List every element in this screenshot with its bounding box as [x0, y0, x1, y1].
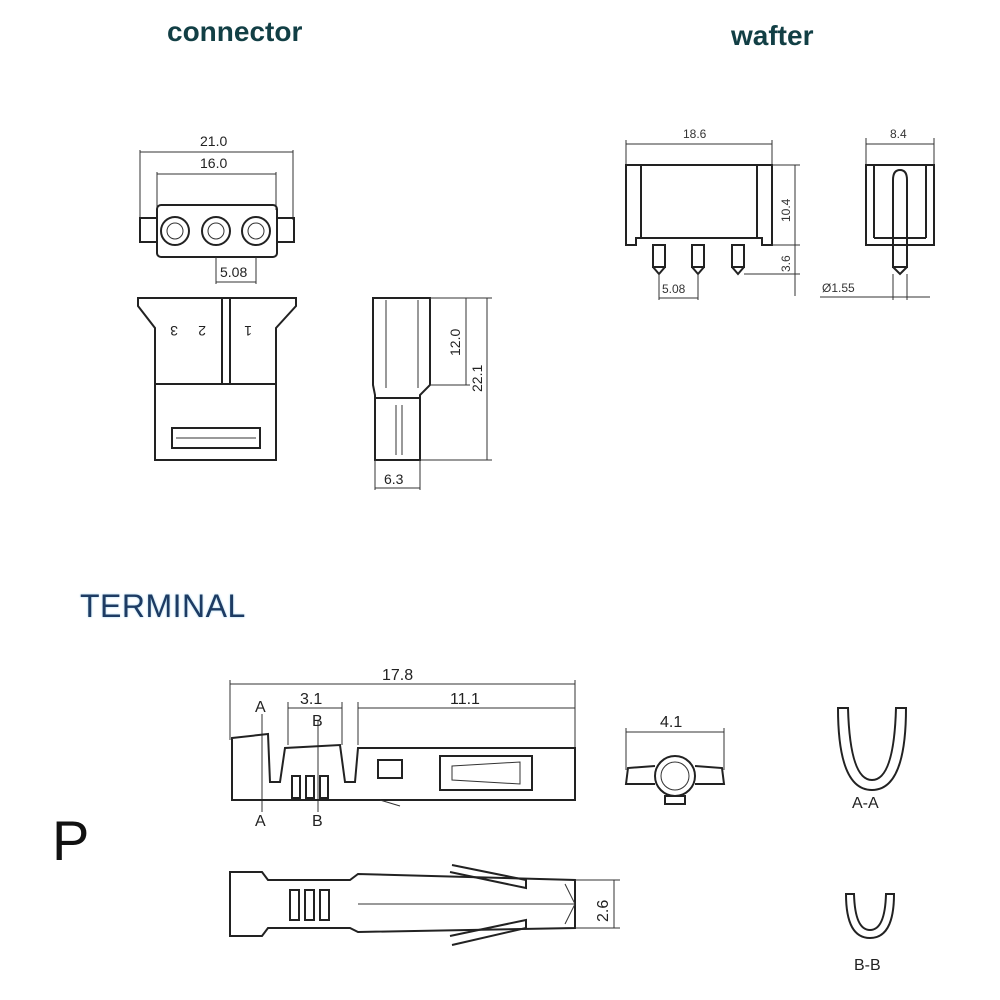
connector-dim-22: 22.1 — [469, 365, 485, 392]
terminal-end-view: 4.1 — [624, 714, 726, 805]
section-a-a: A-A — [836, 707, 908, 812]
connector-pin-numbers: 3 2 1 — [170, 323, 252, 339]
p-mark: P — [52, 809, 90, 872]
terminal-dim-31: 3.1 — [300, 691, 322, 708]
pin-number-2: 2 — [198, 323, 206, 339]
section-mark-a-bottom: A — [255, 813, 266, 830]
wafter-dim-36: 3.6 — [779, 255, 793, 272]
wafter-dim-104: 10.4 — [779, 198, 793, 222]
connector-heading: connector — [167, 16, 303, 47]
connector-dim-21: 21.0 — [200, 133, 227, 149]
terminal-heading: TERMINAL — [80, 588, 246, 624]
connector-dim-pitch: 5.08 — [220, 264, 247, 280]
section-mark-b-top: B — [312, 713, 323, 730]
wafter-heading: wafter — [731, 20, 814, 51]
terminal-top-view: 2.6 — [229, 864, 620, 946]
section-b-label: B-B — [854, 957, 881, 974]
pin-number-3: 3 — [170, 323, 178, 339]
terminal-dim-41: 4.1 — [660, 714, 682, 731]
wafter-dim-pin-dia: Ø1.55 — [822, 281, 855, 295]
terminal-side-view: 17.8 3.1 11.1 A B A B — [229, 667, 576, 830]
terminal-dim-26: 2.6 — [595, 900, 612, 922]
pin-number-1: 1 — [244, 323, 252, 339]
section-a-label: A-A — [852, 795, 879, 812]
wafter-dim-pitch: 5.08 — [662, 282, 686, 296]
section-mark-a-top: A — [255, 699, 266, 716]
wafter-dim-84: 8.4 — [890, 127, 907, 141]
connector-dim-16: 16.0 — [200, 155, 227, 171]
wafter-dim-186: 18.6 — [683, 127, 707, 141]
section-b-b: B-B — [844, 893, 896, 974]
section-mark-b-bottom: B — [312, 813, 323, 830]
connector-side-view: 12.0 22.1 6.3 — [372, 297, 492, 490]
connector-top-view: 21.0 16.0 5.08 — [139, 133, 295, 284]
connector-front-view: 3 2 1 — [137, 297, 297, 461]
terminal-dim-111: 11.1 — [450, 691, 480, 708]
connector-dim-63: 6.3 — [384, 471, 404, 487]
wafter-front-view: 18.6 10.4 3.6 5.08 — [625, 127, 800, 300]
wafter-side-view: 8.4 Ø1.55 — [820, 127, 935, 300]
connector-dim-12: 12.0 — [447, 329, 463, 356]
terminal-dim-178: 17.8 — [382, 667, 413, 684]
